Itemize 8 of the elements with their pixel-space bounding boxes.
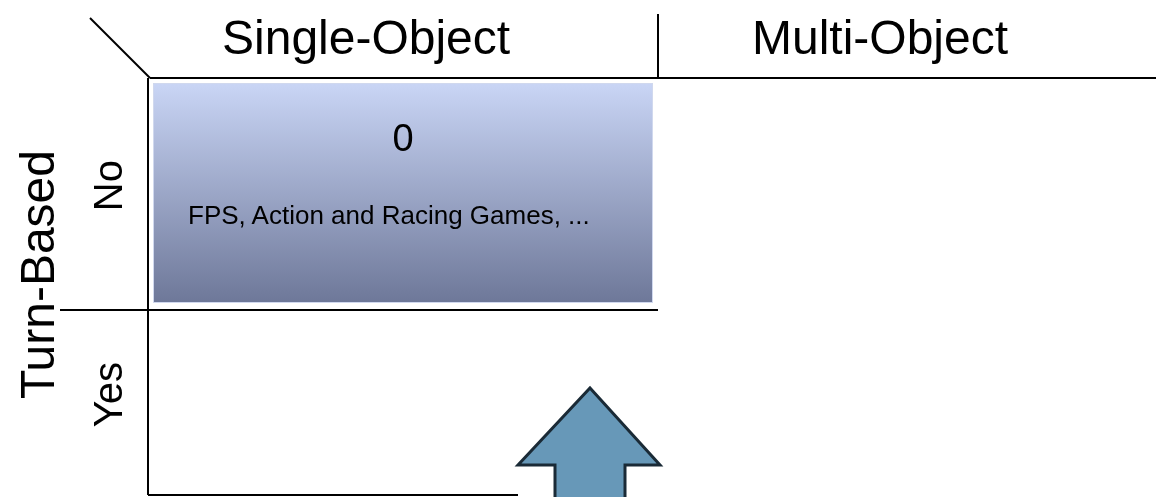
column-header: Multi-Object xyxy=(752,14,1009,62)
cell-text: FPS, Action and Racing Games, ... xyxy=(188,199,591,232)
row-header: No xyxy=(88,160,128,212)
row-header: Turn-Based xyxy=(14,150,62,399)
column-header: Single-Object xyxy=(222,14,511,62)
matrix-cell xyxy=(153,83,653,303)
row-header: Yes xyxy=(88,362,128,428)
cell-number: 0 xyxy=(391,119,415,157)
